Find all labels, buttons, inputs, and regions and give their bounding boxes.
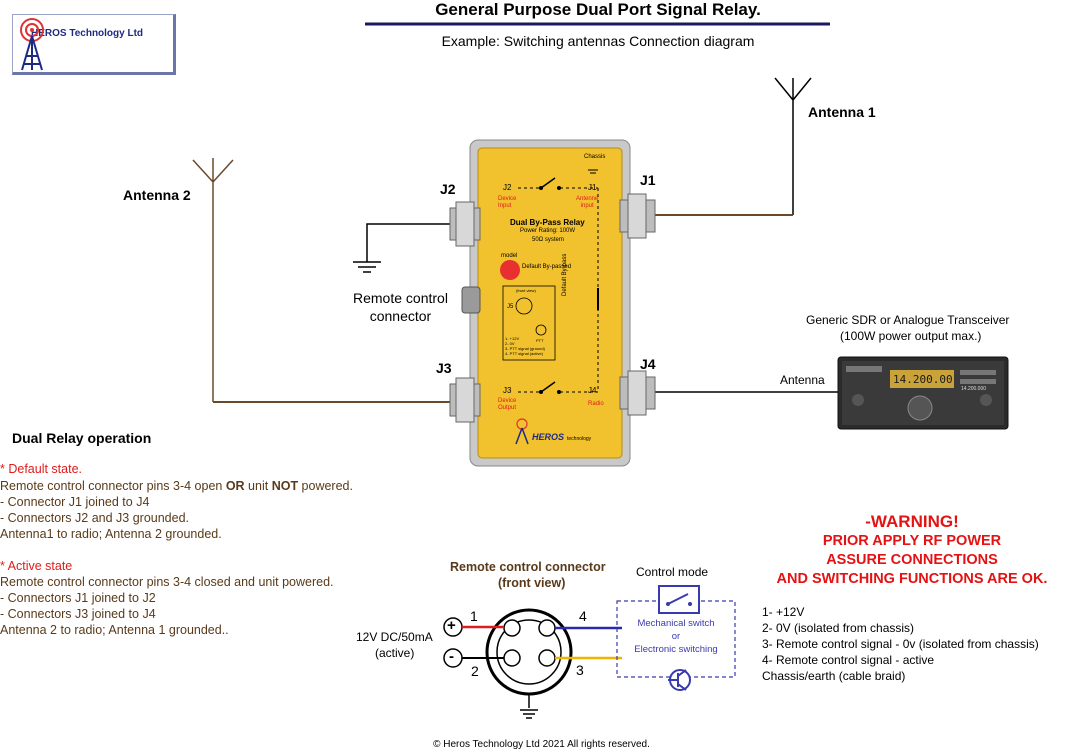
electronic-switching-label: Electronic switching <box>634 644 718 655</box>
pinout-item: Chassis/earth (cable braid) <box>762 669 906 683</box>
relay-system: 50Ω system <box>532 237 564 243</box>
relay-antenna-input: Antenne input <box>576 196 599 209</box>
default-state-title: * Default state. <box>0 462 82 476</box>
relay-j1-label: J1 <box>588 183 597 192</box>
warning-line2: PRIOR APPLY RF POWER <box>822 533 1002 549</box>
antenna-icon <box>774 77 812 215</box>
switch-icon <box>539 381 561 394</box>
warning-line4: AND SWITCHING FUNCTIONS ARE OK. <box>776 571 1048 587</box>
connector-j2 <box>449 201 481 247</box>
relay-front-view: (front view) <box>516 288 536 293</box>
connector-j1 <box>619 193 656 239</box>
cable-j2-ground <box>366 223 450 262</box>
connector-j3 <box>449 377 481 423</box>
active-state-title: * Active state <box>0 559 73 573</box>
page-subtitle: Example: Switching antennas Connection d… <box>441 33 755 49</box>
mechanical-switch-label: Mechanical switch <box>637 618 715 629</box>
relay-power-rating: Power Rating: 100W <box>520 228 576 234</box>
antenna1-label: Antenna 1 <box>808 104 876 120</box>
transistor-icon <box>668 669 691 691</box>
pinout-item: 3- Remote control signal - 0v (isolated … <box>762 637 1039 651</box>
connector-j4 <box>619 370 656 416</box>
relay-j4-label: J4 <box>588 386 597 395</box>
default-state-line: - Connectors J2 and J3 grounded. <box>0 511 190 525</box>
footer-copyright: © Heros Technology Ltd 2021 All rights r… <box>433 739 650 750</box>
j1-label: J1 <box>640 172 656 188</box>
active-state-line: Antenna 2 to radio; Antenna 1 grounded.. <box>0 623 229 637</box>
pinout-item: 2- 0V (isolated from chassis) <box>762 621 915 635</box>
pin3-number: 3 <box>576 662 584 678</box>
relay-title: Dual By-Pass Relay <box>510 218 585 227</box>
transceiver-caption-line2: (100W power output max.) <box>840 329 982 343</box>
transceiver-caption-line1: Generic SDR or Analogue Transceiver <box>806 313 1010 327</box>
default-state-line: - Connector J1 joined to J4 <box>0 495 150 509</box>
relay-device-input: Device Input <box>498 196 517 209</box>
connector-remote <box>461 286 481 314</box>
relay-brand: HEROS <box>532 432 565 442</box>
antenna2-label: Antenna 2 <box>123 187 191 203</box>
j2-label: J2 <box>440 181 456 197</box>
relay-j5-label: J5 <box>507 304 514 310</box>
relay-radio: Radio <box>588 401 604 407</box>
logo-text: HEROS Technology Ltd <box>31 28 144 39</box>
or-label: or <box>671 631 681 642</box>
relay-default-bypass-vertical: Default By-pass <box>562 253 568 296</box>
relay-model-label: model <box>501 253 518 259</box>
pinout-item: 4- Remote control signal - active <box>762 653 935 667</box>
warning-line1: -WARNING! <box>865 512 959 531</box>
remote-connector-subtitle: (front view) <box>498 576 566 590</box>
warning-line3: ASSURE CONNECTIONS <box>826 552 998 568</box>
transceiver-antenna-label: Antenna <box>780 373 825 387</box>
default-state-line: Antenna1 to radio; Antenna 2 grounded. <box>0 527 222 541</box>
relay-device-output: Device Output <box>498 398 517 411</box>
relay-chassis-label: Chassis <box>584 154 606 160</box>
j4-label: J4 <box>640 356 656 372</box>
relay-unit <box>469 139 631 467</box>
relay-brand-sub: technology <box>567 436 592 442</box>
heros-logo-icon <box>20 18 44 71</box>
control-mode-label: Control mode <box>636 565 709 579</box>
pinout-item: 1- +12V <box>762 605 805 619</box>
model-indicator <box>500 260 520 280</box>
pin2-number: 2 <box>471 663 479 679</box>
pin4-number: 4 <box>579 608 587 624</box>
antenna-icon <box>192 158 234 402</box>
ground-icon <box>353 261 381 273</box>
relay-ptt: PTT <box>536 338 544 343</box>
transceiver-icon <box>837 356 1009 430</box>
switch-icon <box>658 585 700 614</box>
supply-label-line1: 12V DC/50mA <box>356 630 433 644</box>
page-title: General Purpose Dual Port Signal Relay. <box>435 0 761 19</box>
default-state-line1: Remote control connector pins 3-4 open O… <box>0 479 353 493</box>
relay-pin-list: 1- +12V 2- 0V 3- PTT signal (ground) 4- … <box>505 336 545 356</box>
relay-j2-label: J2 <box>503 183 512 192</box>
active-state-line: Remote control connector pins 3-4 closed… <box>0 575 334 589</box>
ground-icon <box>520 709 538 719</box>
plus-symbol: + <box>447 617 456 634</box>
pin1-number: 1 <box>470 608 478 624</box>
minus-symbol: - <box>449 648 454 665</box>
remote-control-label: Remote control connector <box>353 290 448 324</box>
relay-default-bypassed: Default By-passed <box>522 264 572 270</box>
transceiver-display-main: 14.200.00 <box>893 373 953 386</box>
active-state-line: - Connectors J1 joined to J2 <box>0 591 156 605</box>
remote-connector-title: Remote control connector <box>450 560 606 574</box>
active-state-line: - Connectors J3 joined to J4 <box>0 607 156 621</box>
supply-label-line2: (active) <box>375 646 415 660</box>
switch-icon <box>539 177 561 190</box>
operation-heading: Dual Relay operation <box>12 430 152 446</box>
j3-label: J3 <box>436 360 452 376</box>
remote-connector-front-view <box>485 608 573 708</box>
transceiver-display-sub: 14.200.000 <box>961 386 987 392</box>
relay-j3-label: J3 <box>503 386 512 395</box>
